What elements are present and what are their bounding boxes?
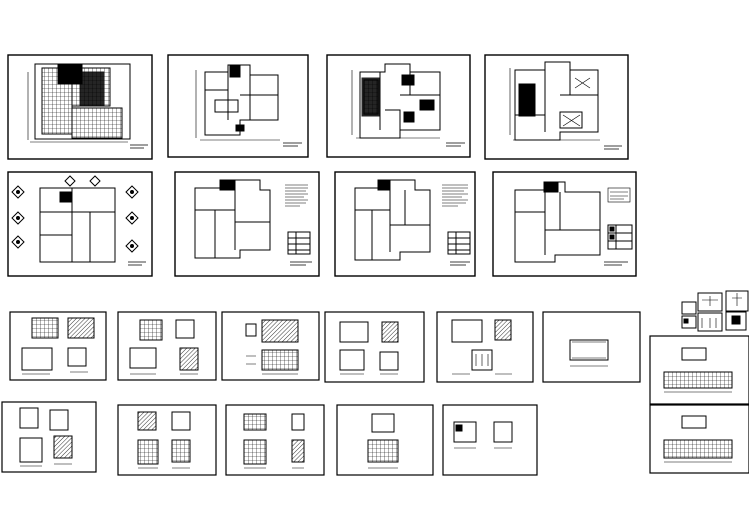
- sheet-detail-1[interactable]: [9, 311, 107, 381]
- sheet-layout-plan-3[interactable]: [334, 171, 476, 277]
- sheet-layout-plan-4[interactable]: [492, 171, 637, 277]
- sheet-detail-10[interactable]: [336, 404, 434, 476]
- sheet-floor-plan-4[interactable]: [484, 54, 629, 160]
- sheet-detail-4[interactable]: [324, 311, 425, 383]
- sheet-layout-plan-1[interactable]: [7, 171, 153, 277]
- sheet-floor-plan-1[interactable]: [7, 54, 153, 160]
- sheet-detail-8[interactable]: [117, 404, 217, 476]
- sheet-detail-2[interactable]: [117, 311, 217, 381]
- sheet-detail-9[interactable]: [225, 404, 325, 476]
- sheet-detail-6[interactable]: [542, 311, 641, 383]
- sheet-elevation-2[interactable]: [649, 404, 749, 474]
- sheet-detail-5[interactable]: [436, 311, 534, 383]
- sheet-detail-11[interactable]: [442, 404, 538, 476]
- sheet-elevation-1[interactable]: [649, 335, 749, 405]
- sheet-detail-3[interactable]: [221, 311, 320, 381]
- sheet-layout-plan-2[interactable]: [174, 171, 320, 277]
- sheet-floor-plan-3[interactable]: [326, 54, 471, 158]
- thumbnail-sheets[interactable]: [681, 290, 749, 332]
- sheet-floor-plan-2[interactable]: [167, 54, 309, 158]
- sheet-detail-7[interactable]: [1, 401, 97, 473]
